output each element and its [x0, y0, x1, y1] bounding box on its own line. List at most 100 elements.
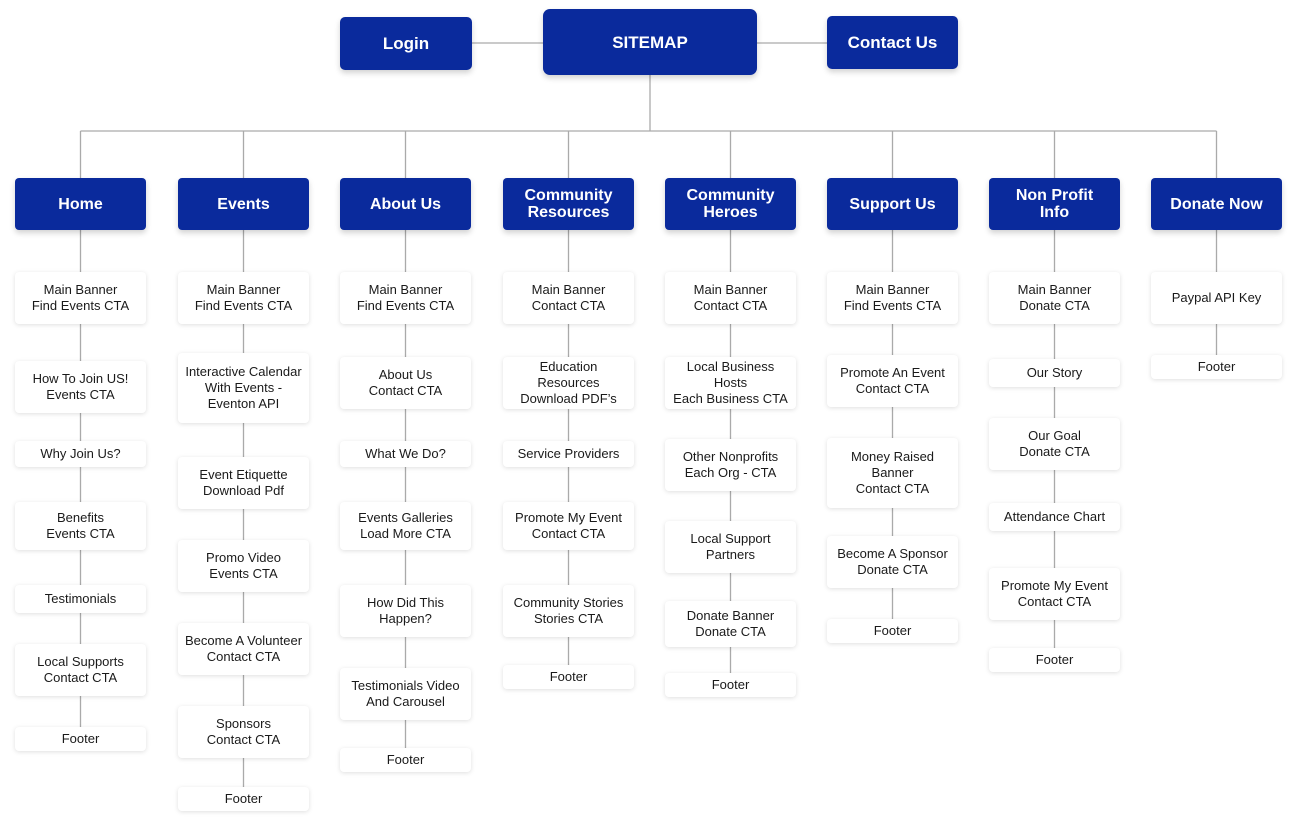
- page-node-label: Promo Video Events CTA: [206, 550, 281, 581]
- category-community-heroes[interactable]: Community Heroes: [665, 178, 796, 230]
- page-node[interactable]: How Did This Happen?: [340, 585, 471, 637]
- page-node-label: Footer: [873, 623, 912, 638]
- page-node[interactable]: What We Do?: [340, 441, 471, 467]
- sitemap-root-node[interactable]: SITEMAP: [543, 9, 757, 75]
- page-node-label: Benefits Events CTA: [46, 510, 115, 541]
- page-node[interactable]: Promote My Event Contact CTA: [989, 568, 1120, 620]
- page-node[interactable]: Footer: [827, 619, 958, 643]
- page-node-label: Sponsors Contact CTA: [206, 716, 281, 747]
- page-node[interactable]: Promo Video Events CTA: [178, 540, 309, 592]
- page-node-label: Local Support Partners: [690, 531, 771, 562]
- page-node[interactable]: Main Banner Contact CTA: [665, 272, 796, 324]
- page-node[interactable]: Local Business Hosts Each Business CTA: [665, 357, 796, 409]
- page-node-label: Become A Sponsor Donate CTA: [837, 546, 948, 577]
- page-node[interactable]: Our Goal Donate CTA: [989, 418, 1120, 470]
- page-node[interactable]: Footer: [178, 787, 309, 811]
- page-node[interactable]: Footer: [503, 665, 634, 689]
- category-label: Community Resources: [524, 187, 613, 221]
- category-label: About Us: [369, 195, 442, 213]
- page-node-label: Event Etiquette Download Pdf: [199, 467, 288, 498]
- contact-us-label: Contact Us: [847, 33, 938, 52]
- page-node-label: Main Banner Donate CTA: [1017, 282, 1092, 313]
- page-node-label: Become A Volunteer Contact CTA: [184, 633, 303, 664]
- page-node[interactable]: Paypal API Key: [1151, 272, 1282, 324]
- page-node-label: Main Banner Contact CTA: [531, 282, 606, 313]
- page-node-label: Footer: [549, 669, 588, 684]
- page-node[interactable]: Donate Banner Donate CTA: [665, 601, 796, 647]
- page-node[interactable]: Education Resources Download PDF’s: [503, 357, 634, 409]
- category-label: Home: [58, 195, 103, 213]
- page-node-label: Money Raised Banner Contact CTA: [850, 449, 935, 496]
- page-node-label: Main Banner Contact CTA: [693, 282, 768, 313]
- page-node[interactable]: Main Banner Find Events CTA: [178, 272, 309, 324]
- page-node[interactable]: Testimonials: [15, 585, 146, 613]
- page-node-label: Our Goal Donate CTA: [1019, 428, 1090, 459]
- page-node[interactable]: Local Supports Contact CTA: [15, 644, 146, 696]
- page-node-label: How Did This Happen?: [366, 595, 445, 626]
- page-node-label: Footer: [386, 752, 425, 767]
- category-label: Community Heroes: [686, 187, 775, 221]
- page-node[interactable]: Sponsors Contact CTA: [178, 706, 309, 758]
- page-node[interactable]: Footer: [665, 673, 796, 697]
- sitemap-root-label: SITEMAP: [612, 32, 688, 52]
- category-label: Events: [217, 195, 270, 213]
- page-node[interactable]: Why Join Us?: [15, 441, 146, 467]
- category-events[interactable]: Events: [178, 178, 309, 230]
- page-node[interactable]: Our Story: [989, 359, 1120, 387]
- page-node-label: Main Banner Find Events CTA: [843, 282, 942, 313]
- page-node[interactable]: Become A Sponsor Donate CTA: [827, 536, 958, 588]
- category-community-resources[interactable]: Community Resources: [503, 178, 634, 230]
- category-about-us[interactable]: About Us: [340, 178, 471, 230]
- page-node-label: Local Supports Contact CTA: [37, 654, 124, 685]
- contact-us-node[interactable]: Contact Us: [827, 16, 958, 69]
- page-node-label: Testimonials: [44, 591, 117, 606]
- page-node[interactable]: Benefits Events CTA: [15, 502, 146, 550]
- page-node[interactable]: Promote An Event Contact CTA: [827, 355, 958, 407]
- page-node-label: How To Join US! Events CTA: [32, 371, 129, 402]
- page-node[interactable]: Service Providers: [503, 441, 634, 467]
- page-node-label: Promote My Event Contact CTA: [1001, 578, 1108, 609]
- page-node[interactable]: Become A Volunteer Contact CTA: [178, 623, 309, 675]
- page-node-label: Footer: [61, 731, 100, 746]
- page-node[interactable]: Main Banner Donate CTA: [989, 272, 1120, 324]
- page-node-label: Education Resources Download PDF’s: [520, 359, 617, 406]
- page-node[interactable]: About Us Contact CTA: [340, 357, 471, 409]
- page-node-label: Interactive Calendar With Events - Event…: [185, 364, 302, 411]
- page-node[interactable]: How To Join US! Events CTA: [15, 361, 146, 413]
- page-node[interactable]: Main Banner Find Events CTA: [340, 272, 471, 324]
- category-support-us[interactable]: Support Us: [827, 178, 958, 230]
- page-node[interactable]: Interactive Calendar With Events - Event…: [178, 353, 309, 423]
- page-node[interactable]: Local Support Partners: [665, 521, 796, 573]
- page-node[interactable]: Main Banner Contact CTA: [503, 272, 634, 324]
- page-node[interactable]: Attendance Chart: [989, 503, 1120, 531]
- page-node[interactable]: Footer: [989, 648, 1120, 672]
- category-label: Support Us: [849, 195, 936, 213]
- page-node[interactable]: Main Banner Find Events CTA: [15, 272, 146, 324]
- page-node-label: Service Providers: [517, 446, 620, 461]
- page-node[interactable]: Other Nonprofits Each Org - CTA: [665, 439, 796, 491]
- page-node-label: Footer: [711, 677, 750, 692]
- category-donate-now[interactable]: Donate Now: [1151, 178, 1282, 230]
- page-node[interactable]: Community Stories Stories CTA: [503, 585, 634, 637]
- page-node[interactable]: Promote My Event Contact CTA: [503, 502, 634, 550]
- login-label: Login: [382, 34, 430, 53]
- page-node[interactable]: Testimonials Video And Carousel: [340, 668, 471, 720]
- page-node[interactable]: Footer: [15, 727, 146, 751]
- page-node-label: About Us Contact CTA: [368, 367, 443, 398]
- page-node-label: Main Banner Find Events CTA: [194, 282, 293, 313]
- page-node-label: Paypal API Key: [1171, 290, 1262, 305]
- page-node-label: Events Galleries Load More CTA: [358, 510, 453, 541]
- page-node-label: Main Banner Find Events CTA: [356, 282, 455, 313]
- page-node[interactable]: Main Banner Find Events CTA: [827, 272, 958, 324]
- page-node[interactable]: Footer: [1151, 355, 1282, 379]
- page-node-label: What We Do?: [365, 446, 446, 461]
- category-label: Non Profit Info: [1015, 187, 1094, 221]
- category-non-profit-info[interactable]: Non Profit Info: [989, 178, 1120, 230]
- page-node[interactable]: Money Raised Banner Contact CTA: [827, 438, 958, 508]
- page-node[interactable]: Event Etiquette Download Pdf: [178, 457, 309, 509]
- page-node[interactable]: Footer: [340, 748, 471, 772]
- category-home[interactable]: Home: [15, 178, 146, 230]
- login-node[interactable]: Login: [340, 17, 472, 70]
- page-node-label: Other Nonprofits Each Org - CTA: [682, 449, 779, 480]
- page-node[interactable]: Events Galleries Load More CTA: [340, 502, 471, 550]
